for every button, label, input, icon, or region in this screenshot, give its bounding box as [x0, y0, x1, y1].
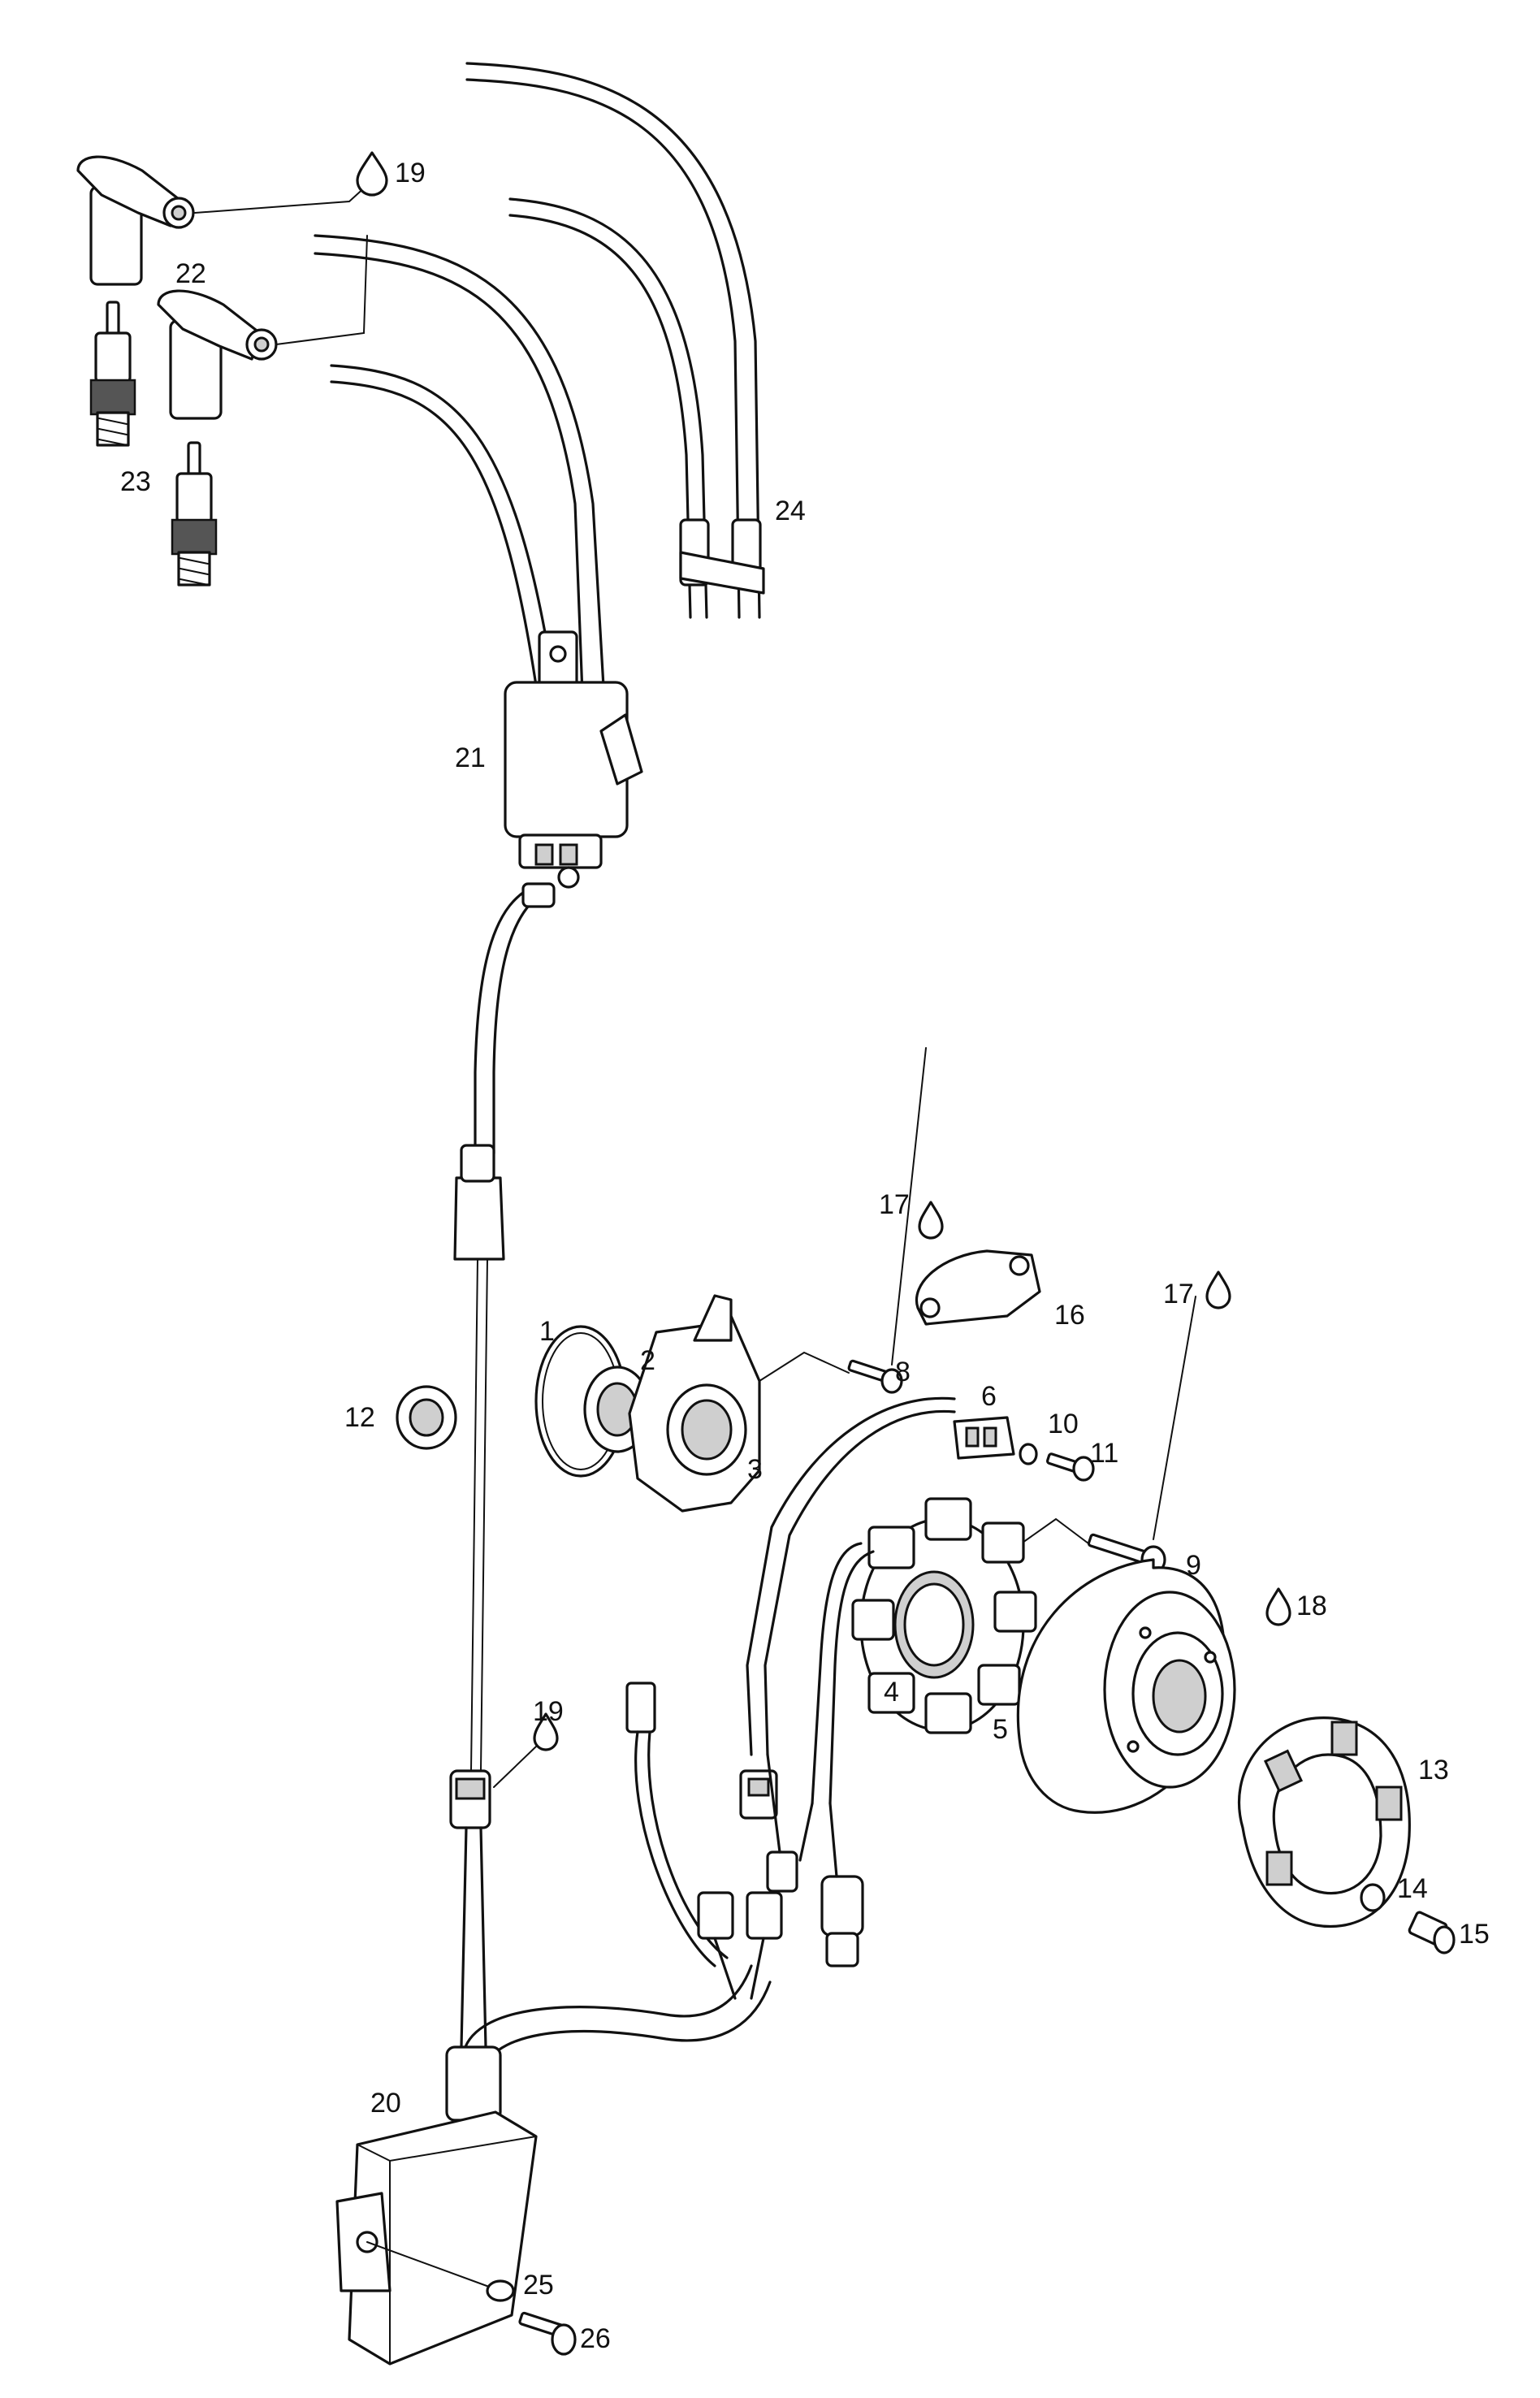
pickup-screw	[847, 1359, 903, 1394]
pickup-mounting-screw	[1045, 1452, 1095, 1482]
cover-screw	[1408, 1911, 1456, 1954]
callout-16: 16	[1054, 1300, 1085, 1331]
spark-plug-lower	[171, 441, 218, 587]
callout-25: 25	[523, 2270, 554, 2301]
callout-11: 11	[1090, 1438, 1118, 1469]
callout-24: 24	[775, 496, 806, 526]
lubricant-drop-icon	[918, 1201, 944, 1240]
callout-20: 20	[370, 2088, 401, 2119]
washer-25	[486, 2279, 515, 2302]
callout-10: 10	[1048, 1409, 1079, 1439]
callout-13: 13	[1418, 1755, 1449, 1786]
stator-connector-large	[820, 1875, 864, 1967]
callout-18: 18	[1296, 1591, 1327, 1621]
rotor-cover-ring	[1237, 1716, 1411, 1928]
spark-plug-cap-upper	[76, 155, 195, 286]
lubricant-drop-icon	[356, 151, 388, 197]
callout-9: 9	[1186, 1550, 1201, 1581]
cdi-harness	[445, 1769, 772, 2122]
coil-to-cdi-wire	[453, 882, 556, 1772]
washer-10	[1019, 1443, 1038, 1465]
callout-1: 1	[539, 1316, 555, 1347]
lubricant-drop-icon	[1265, 1587, 1291, 1626]
cdi-unit	[335, 2110, 538, 2366]
ht-lead-set	[314, 62, 765, 781]
lubricant-drop-icon	[1205, 1270, 1231, 1309]
callout-23: 23	[120, 466, 151, 497]
callout-22: 22	[175, 258, 206, 289]
washer-14	[1360, 1883, 1386, 1912]
callout-17-left: 17	[879, 1189, 910, 1220]
ignition-coil	[504, 630, 643, 889]
flywheel-rotor	[1016, 1558, 1236, 1814]
callout-15: 15	[1459, 1919, 1490, 1950]
cdi-mounting-bolt	[518, 2311, 577, 2356]
callout-6: 6	[981, 1381, 997, 1412]
lubricant-drop-icon	[533, 1712, 559, 1751]
callout-21: 21	[455, 742, 486, 773]
pickup-cover	[915, 1249, 1041, 1326]
harness-connector	[625, 1682, 783, 2000]
spark-plug-cap-lower	[157, 289, 278, 420]
callout-2: 2	[640, 1345, 655, 1376]
callout-4: 4	[884, 1677, 899, 1708]
pickup-connector	[739, 1769, 778, 1820]
callout-8: 8	[895, 1357, 911, 1387]
pickup-sensor	[953, 1416, 1015, 1460]
pickup-plate	[628, 1294, 850, 1513]
callout-12: 12	[344, 1402, 375, 1433]
callout-17-right: 17	[1163, 1279, 1194, 1309]
rubber-grommet	[396, 1385, 457, 1450]
spark-plug-upper	[89, 301, 136, 447]
callout-19-top: 19	[395, 158, 426, 188]
callout-5: 5	[993, 1714, 1008, 1745]
callout-14: 14	[1397, 1873, 1428, 1904]
callout-19-bottom: 19	[533, 1696, 564, 1727]
stator	[811, 1497, 1037, 1805]
callout-26: 26	[580, 2323, 611, 2354]
stator-connector-small	[766, 1850, 798, 1893]
callout-3: 3	[747, 1454, 763, 1485]
